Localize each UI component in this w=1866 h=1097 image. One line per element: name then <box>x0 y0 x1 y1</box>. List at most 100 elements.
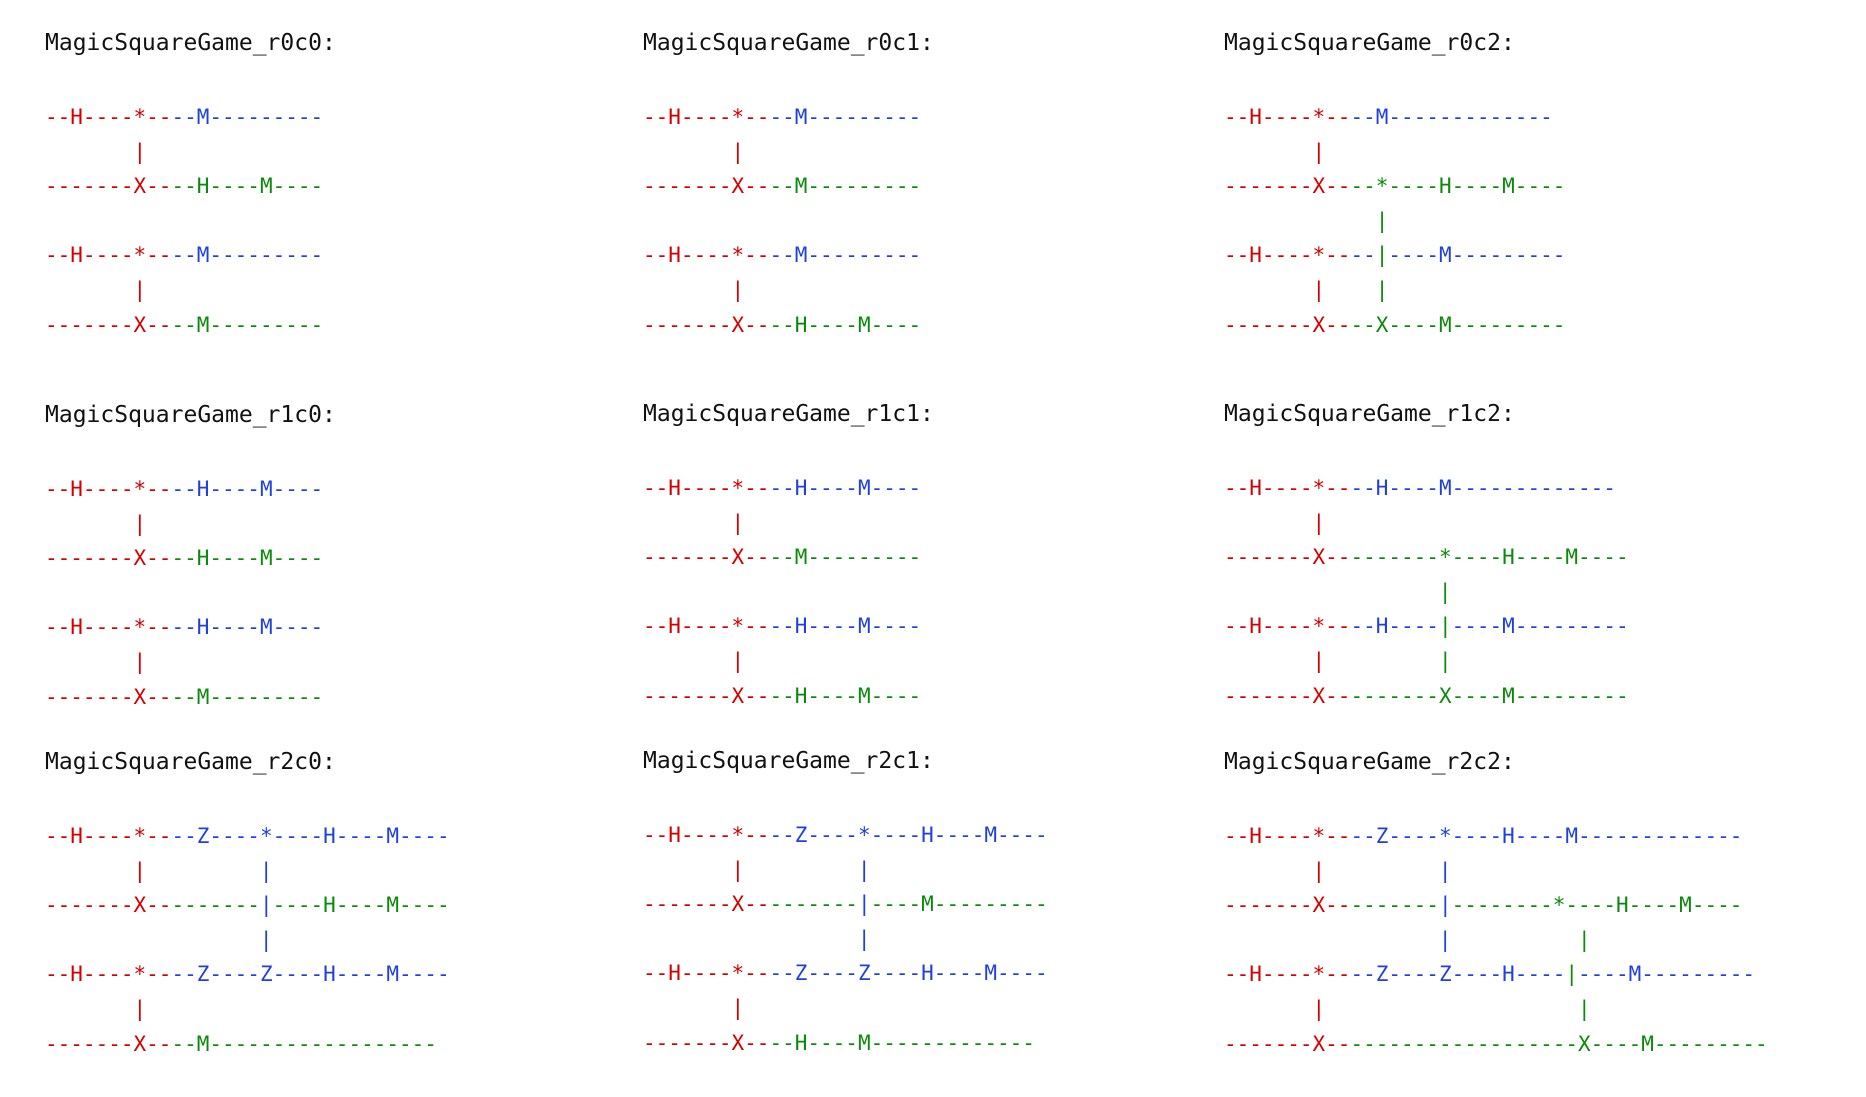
diagram-segment: | <box>1438 648 1452 673</box>
diagram-segment: ------- <box>769 892 858 917</box>
diagram-line: -------X----H----M---- <box>45 541 336 576</box>
panel-title: MagicSquareGame_r1c1: <box>643 401 934 427</box>
circuit-diagram: --H----*----Z----*----H----M------------… <box>1224 819 1768 1061</box>
diagram-segment: --Z----Z----H----M---- <box>769 961 1048 986</box>
diagram-segment: --H----*-- <box>643 476 770 500</box>
circuit-diagram: --H----*----M------------- |-------X----… <box>1224 100 1565 342</box>
diagram-segment: | <box>1224 927 1579 952</box>
diagram-segment: ------- <box>1350 893 1439 918</box>
diagram-segment: | <box>643 857 795 882</box>
diagram-line: -------X----M--------- <box>643 169 934 204</box>
diagram-segment: -------X-- <box>643 683 770 708</box>
diagram-segment: | <box>1438 893 1452 918</box>
diagram-segment: | <box>1224 996 1579 1021</box>
diagram-line: | | <box>1224 273 1565 308</box>
diagram-segment: -------X-- <box>1224 545 1351 570</box>
diagram-segment: | <box>45 139 147 164</box>
diagram-line: | <box>45 992 450 1027</box>
diagram-segment: -------X-- <box>643 1030 770 1055</box>
diagram-segment: | <box>1224 858 1376 883</box>
diagram-segment: --H----*-- <box>1224 614 1351 639</box>
diagram-line: | <box>1224 135 1565 170</box>
diagram-line: | <box>643 506 934 541</box>
circuit-diagram: --H----*----H----M------------- |-------… <box>1224 471 1629 713</box>
diagram-segment: --H----M---- <box>769 476 922 500</box>
diagram-line: --H----*----M--------- <box>45 100 336 135</box>
diagram-line: --H----*----H----|----M--------- <box>1224 609 1629 644</box>
diagram-segment: | <box>1224 648 1439 673</box>
diagram-line: --H----*----H----M---- <box>643 471 934 506</box>
diagram-segment: ----M--------- <box>1451 614 1629 639</box>
diagram-segment: ----H----M---- <box>272 893 450 918</box>
diagram-segment: --H----*-- <box>643 614 770 639</box>
diagram-line: -------X----M--------- <box>45 308 336 343</box>
diagram-line: | <box>45 135 336 170</box>
diagram-segment: | <box>643 926 871 951</box>
diagram-segment: -------*----H----M---- <box>1350 545 1629 570</box>
diagram-line <box>643 204 934 239</box>
diagram-line: -------X----H----M---- <box>643 308 934 343</box>
diagram-segment: --M--------- <box>171 243 324 268</box>
diagram-segment: ----M--------- <box>1388 243 1566 268</box>
diagram-segment: --H----*-- <box>45 243 172 268</box>
diagram-segment: -------X-- <box>643 545 770 570</box>
diagram-segment: --H----M---- <box>769 312 922 337</box>
diagram-line: | <box>643 273 934 308</box>
panel-r0c2: MagicSquareGame_r0c2: --H----*----M-----… <box>1224 30 1565 342</box>
diagram-segment: --Z----*----H----M---- <box>769 823 1048 847</box>
diagram-segment: --H----*-- <box>45 477 172 501</box>
diagram-segment: --H----*-- <box>1224 476 1351 500</box>
panel-title: MagicSquareGame_r2c1: <box>643 748 934 774</box>
diagram-segment: | <box>643 277 745 302</box>
diagram-line: -------X----M--------- <box>643 540 934 575</box>
panel-r2c0: MagicSquareGame_r2c0: --H----*----Z----*… <box>45 749 450 1061</box>
panel-title: MagicSquareGame_r0c1: <box>643 30 934 56</box>
diagram-segment: --Z----Z----H----M---- <box>171 962 450 987</box>
diagram-segment: --H----M---- <box>171 615 324 640</box>
diagram-line <box>45 204 336 239</box>
diagram-segment: --------*----H----M---- <box>1451 893 1743 918</box>
diagram-line: --H----*----M--------- <box>45 238 336 273</box>
diagram-line: --H----*----Z----*----H----M---- <box>45 819 450 854</box>
diagram-segment: -------X-- <box>643 174 770 199</box>
panel-r2c1: MagicSquareGame_r2c1: --H----*----Z----*… <box>643 748 1048 1060</box>
diagram-segment: | <box>1578 996 1591 1021</box>
circuit-diagram: --H----*----Z----*----H----M---- | | ----… <box>45 819 450 1061</box>
diagram-segment: | <box>45 858 197 883</box>
diagram-segment: --H----M------------- <box>1350 476 1616 500</box>
panel-r1c0: MagicSquareGame_r1c0: --H----*----H----M… <box>45 402 336 714</box>
diagram-line: --H----*----Z----Z----H----|----M-------… <box>1224 957 1768 992</box>
diagram-segment: --H----M---- <box>171 546 324 571</box>
diagram-segment: | <box>643 995 745 1020</box>
diagram-line: --H----*----H----M------------- <box>1224 471 1629 506</box>
diagram-segment: | <box>643 510 745 535</box>
diagram-segment: --M------------- <box>1350 105 1553 129</box>
diagram-segment: -------X-- <box>45 174 172 199</box>
diagram-line: --H----*----H----M---- <box>643 609 934 644</box>
panel-r0c1: MagicSquareGame_r0c1: --H----*----M-----… <box>643 30 934 342</box>
diagram-segment: -------X-- <box>45 893 172 918</box>
diagram-segment: --X----M--------- <box>1350 312 1566 337</box>
diagram-segment: --Z----*----H----M---- <box>171 824 450 848</box>
diagram-segment: --M------------------ <box>171 1031 437 1056</box>
diagram-segment: ----M--------- <box>870 892 1048 917</box>
diagram-segment: | <box>1224 510 1326 535</box>
diagram-segment: --M--------- <box>769 545 922 570</box>
diagram-segment: --M--------- <box>769 243 922 268</box>
panel-title: MagicSquareGame_r1c2: <box>1224 401 1515 427</box>
diagram-line: --H----*----H----M---- <box>45 472 336 507</box>
diagram-segment: ------------------X----M--------- <box>1350 1031 1768 1056</box>
diagram-line: --H----*----Z----Z----H----M---- <box>45 957 450 992</box>
diagram-segment: --M--------- <box>171 684 324 709</box>
diagram-segment: | <box>45 649 147 674</box>
diagram-line: | | <box>643 853 1048 888</box>
diagram-line: | | <box>1224 923 1768 958</box>
diagram-segment: --H----M------------- <box>769 1030 1035 1055</box>
diagram-line: --H----*----|----M--------- <box>1224 238 1565 273</box>
diagram-line: | <box>643 644 934 679</box>
diagram-line: | <box>45 923 450 958</box>
diagram-line: --H----*----H----M---- <box>45 610 336 645</box>
diagram-segment: --M--------- <box>171 312 324 337</box>
diagram-segment: --M--------- <box>769 105 922 129</box>
diagram-segment: --H----*-- <box>1224 105 1351 129</box>
